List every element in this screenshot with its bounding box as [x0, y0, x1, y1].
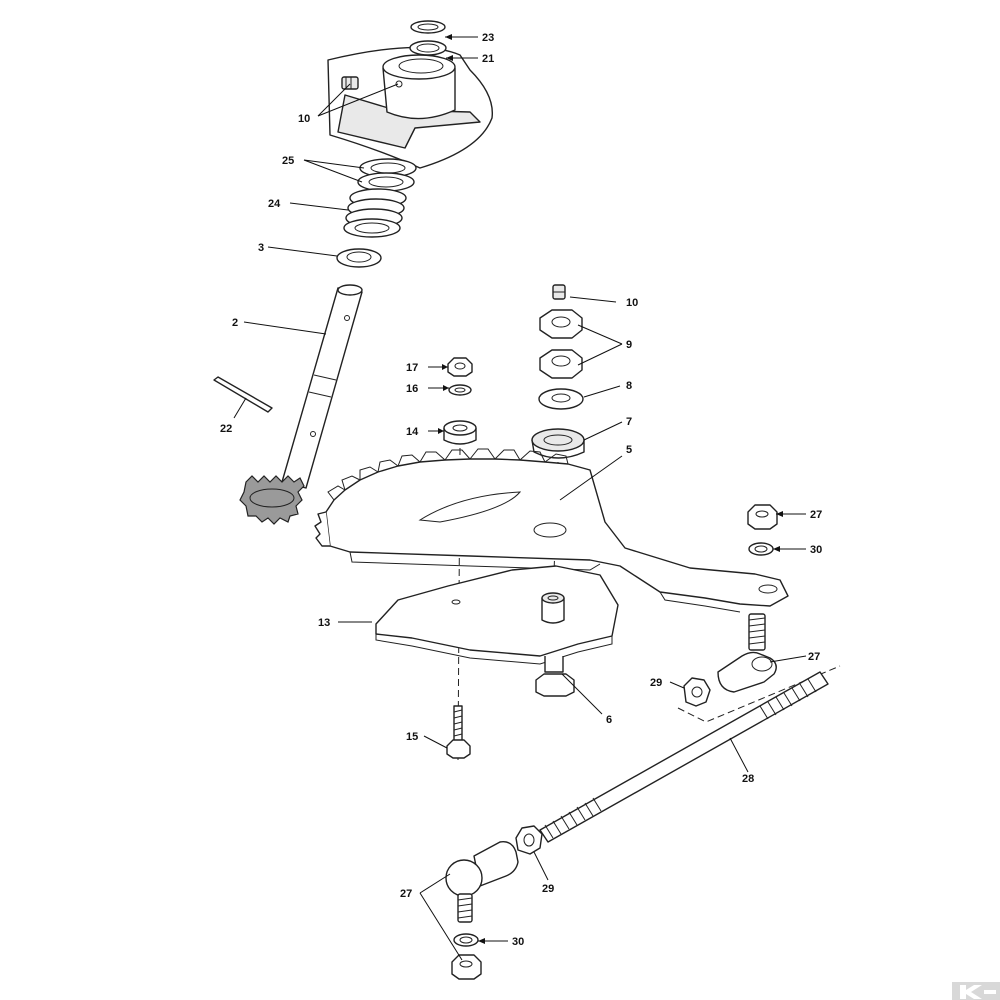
part-nut-27-bottom: [451, 954, 482, 980]
label-5: 5: [626, 444, 632, 456]
part-nut-9-upper: [539, 309, 583, 339]
label-2: 2: [232, 317, 238, 329]
part-washer-8: [538, 388, 584, 410]
label-8: 8: [626, 380, 632, 392]
part-nut-17: [447, 357, 473, 377]
part-nut-27-top: [747, 504, 778, 530]
label-10-top: 10: [298, 113, 310, 125]
label-23: 23: [482, 32, 494, 44]
label-27-top: 27: [810, 509, 822, 521]
label-29-bottom: 29: [542, 883, 554, 895]
part-spacer-14: [443, 420, 477, 445]
label-25: 25: [282, 155, 294, 167]
label-10-right: 10: [626, 297, 638, 309]
part-pin-22: [213, 376, 273, 413]
part-stud-upper: [541, 592, 565, 624]
part-sector-gear-5: [314, 448, 789, 613]
part-washer-30-top: [748, 542, 774, 556]
part-nut-29-bottom: [515, 825, 543, 855]
part-ball-joint-27-bottom: [445, 841, 519, 923]
part-ball-joint-27: [717, 613, 777, 693]
part-base-plate-13: [375, 565, 619, 665]
part-bolt-15: [446, 705, 471, 759]
label-24: 24: [268, 198, 281, 210]
label-28: 28: [742, 773, 754, 785]
part-number-labels: 23 21 10 25 24 3 2 22 10 9 8 7 5 17 16 1…: [220, 32, 822, 948]
part-nut-29-right: [683, 677, 711, 707]
part-nut-9-lower: [539, 349, 583, 379]
label-6: 6: [606, 714, 612, 726]
label-30-bottom: 30: [512, 936, 524, 948]
part-washers-25: [357, 158, 417, 192]
part-washer-3: [336, 248, 382, 268]
brand-k-logo-icon: [952, 982, 1000, 1000]
label-15: 15: [406, 731, 418, 743]
part-washer-23: [410, 20, 446, 34]
part-bushing-cylinder: [382, 54, 456, 120]
label-27-bottom: 27: [400, 888, 412, 900]
label-30-top: 30: [810, 544, 822, 556]
part-grease-nipple-10: [552, 284, 566, 300]
part-stud-6: [535, 656, 575, 697]
label-16: 16: [406, 383, 418, 395]
label-29-right: 29: [650, 677, 662, 689]
label-22: 22: [220, 423, 232, 435]
leader-lines: [233, 34, 807, 961]
part-washer-30-bottom: [453, 933, 479, 947]
label-13: 13: [318, 617, 330, 629]
label-14: 14: [406, 426, 419, 438]
part-bushing-7: [531, 428, 585, 459]
label-17: 17: [406, 362, 418, 374]
part-grease-nipple-top: [341, 76, 359, 90]
label-9: 9: [626, 339, 632, 351]
part-spring-24: [343, 188, 407, 238]
part-pinion-gear: [239, 475, 305, 525]
part-washer-16: [448, 384, 472, 396]
label-3: 3: [258, 242, 264, 254]
label-7: 7: [626, 416, 632, 428]
part-washer-21: [409, 40, 447, 56]
part-shaft-2: [281, 284, 363, 489]
label-21: 21: [482, 53, 494, 65]
part-threaded-rod-28: [539, 671, 829, 843]
label-27-mid: 27: [808, 651, 820, 663]
